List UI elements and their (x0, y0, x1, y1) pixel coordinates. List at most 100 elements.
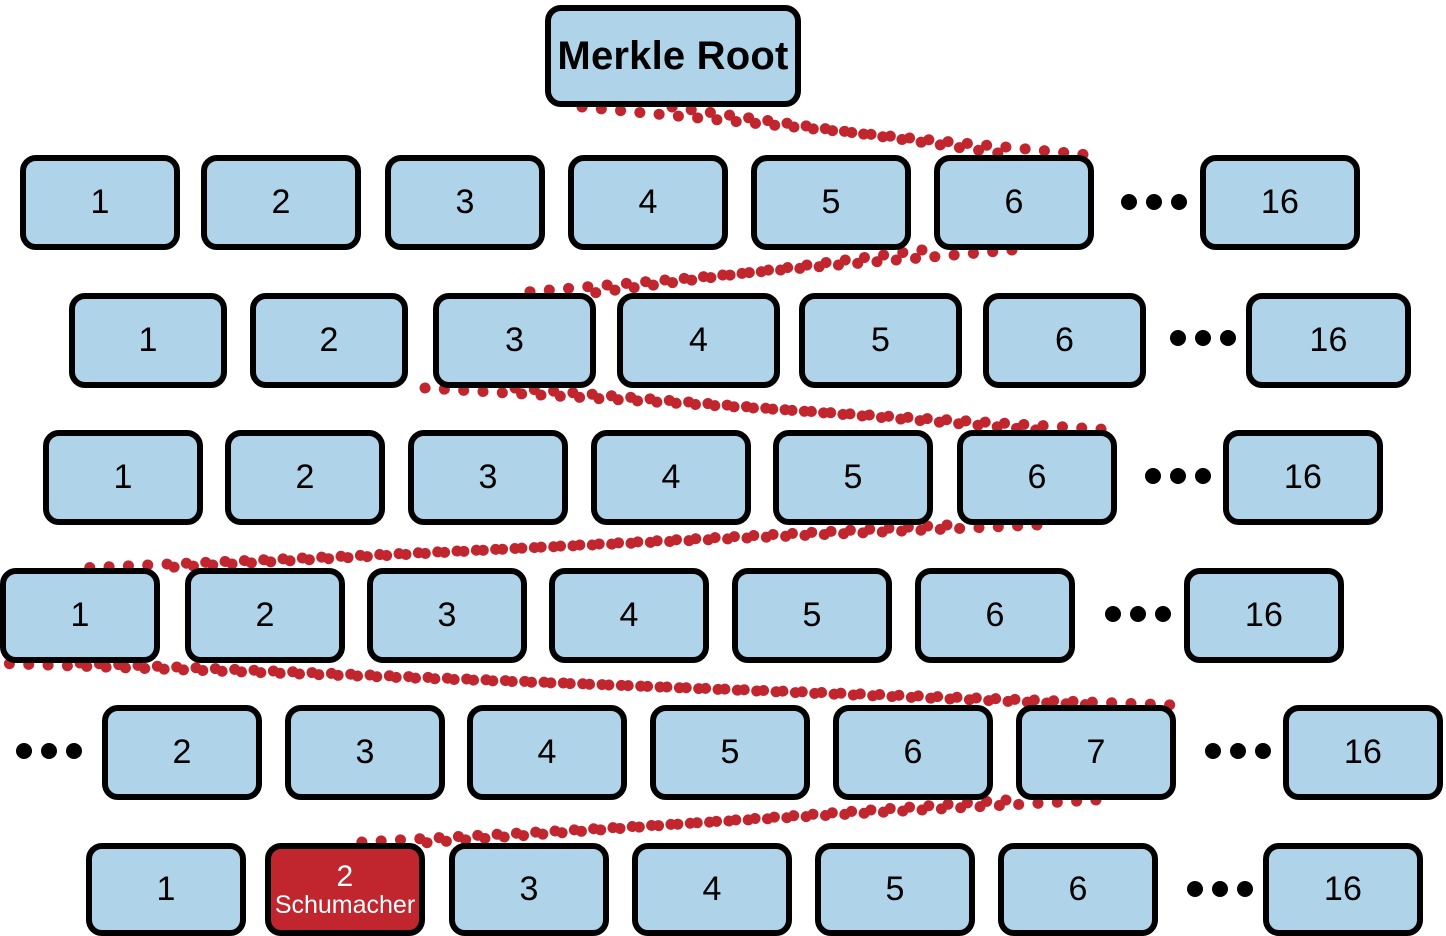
tree-node-r1-c5[interactable]: 6 (983, 293, 1146, 388)
ellipsis-icon-r3-0 (1105, 606, 1171, 622)
tree-node-r1-c0[interactable]: 1 (69, 293, 227, 388)
tree-node-r4-c3[interactable]: 5 (650, 705, 810, 800)
tree-node-r5-c3-label: 4 (702, 870, 722, 909)
proof-segment-1-a (509, 244, 1018, 299)
proof-segment-5-a (339, 794, 1102, 849)
tree-node-r4-c4[interactable]: 6 (833, 705, 993, 800)
ellipsis-icon-r4-0 (16, 743, 82, 759)
tree-node-r0-c2-label: 3 (455, 183, 475, 222)
tree-node-r0-c3-label: 4 (638, 183, 658, 222)
tree-node-r0-c1-label: 2 (271, 183, 291, 222)
ellipsis-icon-r0-0 (1121, 194, 1187, 210)
tree-node-r4-c6[interactable]: 16 (1283, 705, 1443, 800)
tree-node-r5-c6[interactable]: 16 (1263, 843, 1423, 936)
tree-node-r0-c3[interactable]: 4 (568, 155, 728, 250)
proof-segment-1-b (587, 244, 928, 299)
tree-node-r2-c5-label: 6 (1027, 458, 1047, 497)
tree-node-r4-c0[interactable]: 2 (102, 705, 262, 800)
proof-segment-4-b (0, 657, 1180, 711)
tree-node-r1-c6[interactable]: 16 (1246, 293, 1411, 388)
tree-node-r2-c3-label: 4 (661, 458, 681, 497)
proof-segment-3-a (74, 519, 1043, 574)
merkle-root-node[interactable]: Merkle Root (545, 5, 801, 107)
proof-segment-3-b (152, 519, 953, 574)
tree-node-r4-c1[interactable]: 3 (285, 705, 445, 800)
tree-node-r2-c3[interactable]: 4 (591, 430, 751, 525)
tree-node-r5-c0-label: 1 (156, 870, 176, 909)
tree-node-r5-c6-label: 16 (1323, 870, 1363, 909)
tree-node-r4-c2-label: 4 (537, 733, 557, 772)
tree-node-r3-c6-label: 16 (1244, 596, 1284, 635)
merkle-root-node-label: Merkle Root (557, 33, 789, 78)
tree-node-r1-c5-label: 6 (1054, 321, 1075, 360)
tree-node-r2-c0[interactable]: 1 (43, 430, 203, 525)
tree-node-r0-c5[interactable]: 6 (934, 155, 1094, 250)
ellipsis-icon-r2-0 (1145, 468, 1211, 484)
ellipsis-icon-r5-0 (1187, 881, 1253, 897)
tree-node-r5-highlight-label: 2 (336, 859, 354, 893)
tree-node-r3-c5[interactable]: 6 (915, 568, 1075, 663)
tree-node-r4-c1-label: 3 (355, 733, 375, 772)
tree-node-r4-c6-label: 16 (1343, 733, 1383, 772)
ellipsis-icon-r1-0 (1170, 330, 1236, 346)
tree-node-r5-c5-label: 6 (1068, 870, 1088, 909)
tree-node-r2-c6-label: 16 (1283, 458, 1323, 497)
tree-node-r0-c1[interactable]: 2 (201, 155, 361, 250)
tree-node-r3-c1-label: 2 (255, 596, 275, 635)
tree-node-r2-c6[interactable]: 16 (1223, 430, 1383, 525)
tree-node-r1-c3-label: 4 (688, 321, 709, 360)
proof-segment-0-a (666, 101, 1018, 161)
tree-node-r0-c6[interactable]: 16 (1200, 155, 1360, 250)
tree-node-r1-c6-label: 16 (1309, 321, 1348, 360)
tree-node-r4-c4-label: 6 (903, 733, 923, 772)
tree-node-r3-c3[interactable]: 4 (549, 568, 709, 663)
tree-node-r4-c2[interactable]: 4 (467, 705, 627, 800)
tree-node-r3-c5-label: 6 (985, 596, 1005, 635)
tree-node-r1-c4-label: 5 (870, 321, 891, 360)
tree-node-r3-c2[interactable]: 3 (367, 568, 527, 663)
tree-node-r3-c2-label: 3 (437, 596, 457, 635)
tree-node-r2-c4-label: 5 (843, 458, 863, 497)
tree-node-r3-c6[interactable]: 16 (1184, 568, 1344, 663)
proof-segment-2-b (419, 382, 1121, 436)
tree-node-r3-c1[interactable]: 2 (185, 568, 345, 663)
ellipsis-icon-r4-1 (1205, 743, 1271, 759)
tree-node-r0-c0[interactable]: 1 (20, 155, 180, 250)
tree-node-r4-c5-label: 7 (1086, 733, 1106, 772)
tree-node-r5-c3[interactable]: 4 (632, 843, 792, 936)
tree-node-r0-c4[interactable]: 5 (751, 155, 911, 250)
tree-node-r4-c5[interactable]: 7 (1016, 705, 1176, 800)
tree-node-r4-c3-label: 5 (720, 733, 740, 772)
tree-node-r0-c2[interactable]: 3 (385, 155, 545, 250)
tree-node-r0-c4-label: 5 (821, 183, 841, 222)
tree-node-r5-c5[interactable]: 6 (998, 843, 1158, 936)
tree-node-r3-c4[interactable]: 5 (732, 568, 892, 663)
tree-node-r0-c0-label: 1 (90, 183, 110, 222)
tree-node-r2-c4[interactable]: 5 (773, 430, 933, 525)
tree-node-r1-c0-label: 1 (138, 321, 158, 360)
tree-node-r1-c4[interactable]: 5 (799, 293, 962, 388)
tree-node-r3-c3-label: 4 (619, 596, 639, 635)
tree-node-r5-c4[interactable]: 5 (815, 843, 975, 936)
tree-node-r3-c0[interactable]: 1 (0, 568, 160, 663)
tree-node-r5-highlight-sublabel: Schumacher (274, 890, 416, 919)
tree-node-r2-c1-label: 2 (295, 458, 315, 497)
tree-node-r2-c5[interactable]: 6 (957, 430, 1117, 525)
tree-node-r0-c6-label: 16 (1260, 183, 1300, 222)
proof-segment-5-b (417, 794, 1012, 849)
tree-node-r5-c4-label: 5 (885, 870, 905, 909)
tree-node-r1-c2[interactable]: 3 (433, 293, 596, 388)
tree-node-r1-c2-label: 3 (504, 321, 525, 360)
tree-node-r2-c1[interactable]: 2 (225, 430, 385, 525)
proof-segment-2-a (509, 382, 1043, 436)
tree-node-r2-c2[interactable]: 3 (408, 430, 568, 525)
tree-node-r5-c0[interactable]: 1 (86, 843, 246, 936)
tree-node-r5-c2[interactable]: 3 (449, 843, 609, 936)
tree-node-r1-c3[interactable]: 4 (617, 293, 780, 388)
tree-node-r3-c0-label: 1 (70, 596, 90, 635)
tree-node-r4-c0-label: 2 (172, 733, 192, 772)
tree-node-r1-c1[interactable]: 2 (250, 293, 408, 388)
tree-node-r5-c2-label: 3 (519, 870, 539, 909)
